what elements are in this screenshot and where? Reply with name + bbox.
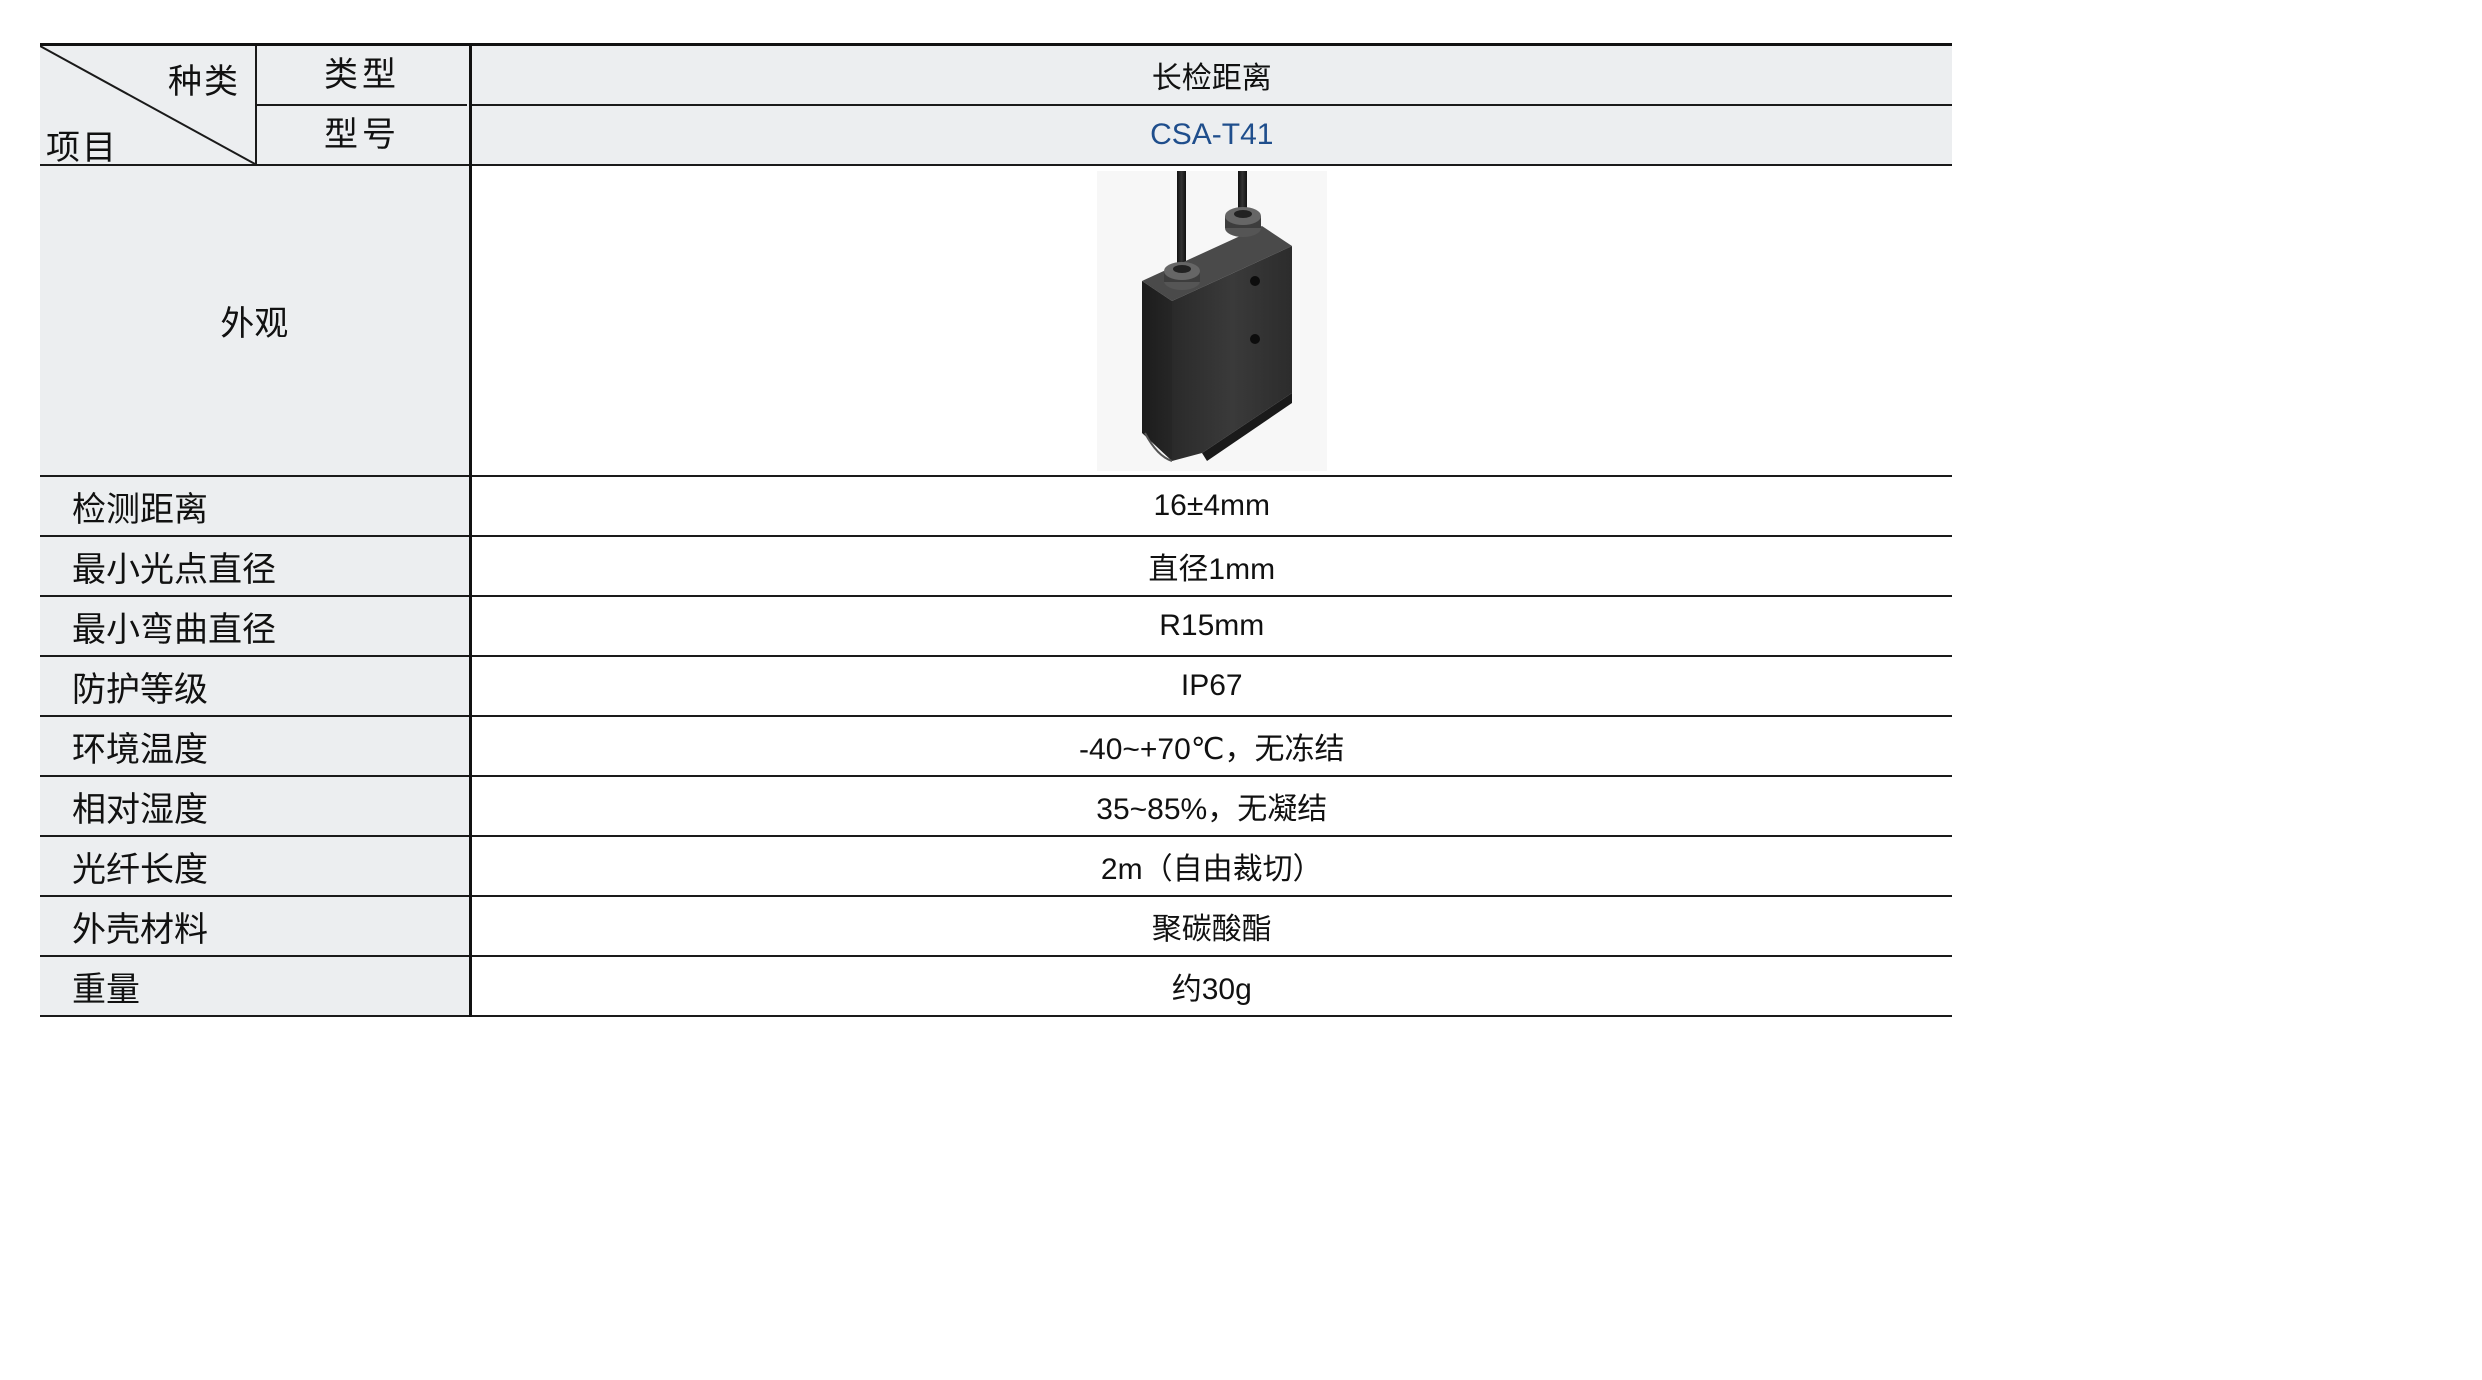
corner-kind-label: 种类: [168, 63, 240, 101]
row-value: 聚碳酸酯: [470, 896, 1952, 957]
row-value: -40~+70℃，无冻结: [470, 716, 1952, 777]
spec-row-min-bend-diameter: 最小弯曲直径 R15mm: [40, 596, 1952, 657]
appearance-label: 外观: [40, 165, 472, 477]
appearance-image-cell: [470, 165, 1952, 477]
model-value: CSA-T41: [470, 104, 1952, 167]
model-label: 型号: [324, 116, 400, 154]
row-value: 16±4mm: [470, 476, 1952, 537]
row-value: 约30g: [470, 956, 1952, 1017]
row-value: IP67: [470, 656, 1952, 717]
row-label: 相对湿度: [40, 776, 472, 837]
appearance-row: 外观: [40, 165, 1952, 477]
diagonal-divider: [40, 47, 255, 164]
row-label: 防护等级: [40, 656, 472, 717]
spec-row-protection-rating: 防护等级 IP67: [40, 656, 1952, 717]
row-label: 最小弯曲直径: [40, 596, 472, 657]
row-label: 检测距离: [40, 476, 472, 537]
row-label: 外壳材料: [40, 896, 472, 957]
spec-row-weight: 重量 约30g: [40, 956, 1952, 1017]
corner-header-cell: 种类 项目 类型 型号: [40, 43, 472, 166]
spec-row-min-spot-diameter: 最小光点直径 直径1mm: [40, 536, 1952, 597]
spec-row-fiber-length: 光纤长度 2m（自由裁切）: [40, 836, 1952, 897]
type-value: 长检距离: [470, 42, 1952, 106]
corner-vertical-separator: [255, 47, 257, 164]
corner-horizontal-separator: [257, 104, 467, 106]
spec-row-ambient-temperature: 环境温度 -40~+70℃，无冻结: [40, 716, 1952, 777]
row-label: 光纤长度: [40, 836, 472, 897]
spec-row-relative-humidity: 相对湿度 35~85%，无凝结: [40, 776, 1952, 837]
row-value: 35~85%，无凝结: [470, 776, 1952, 837]
spec-row-housing-material: 外壳材料 聚碳酸酯: [40, 896, 1952, 957]
spec-table: 种类 项目 类型 型号 长检距离 CSA-T41 外观: [40, 42, 1952, 1017]
row-value: 直径1mm: [470, 536, 1952, 597]
fiber-sensor-head-image: [1096, 170, 1327, 471]
spec-row-detection-distance: 检测距离 16±4mm: [40, 476, 1952, 537]
corner-item-label: 项目: [46, 129, 118, 165]
row-value: R15mm: [470, 596, 1952, 657]
type-label: 类型: [324, 56, 400, 94]
row-label: 最小光点直径: [40, 536, 472, 597]
header-row-model: CSA-T41: [40, 104, 1952, 167]
row-label: 重量: [40, 956, 472, 1017]
header-row-type: 种类 项目 类型 型号 长检距离: [40, 42, 1952, 166]
row-value: 2m（自由裁切）: [470, 836, 1952, 897]
row-label: 环境温度: [40, 716, 472, 777]
